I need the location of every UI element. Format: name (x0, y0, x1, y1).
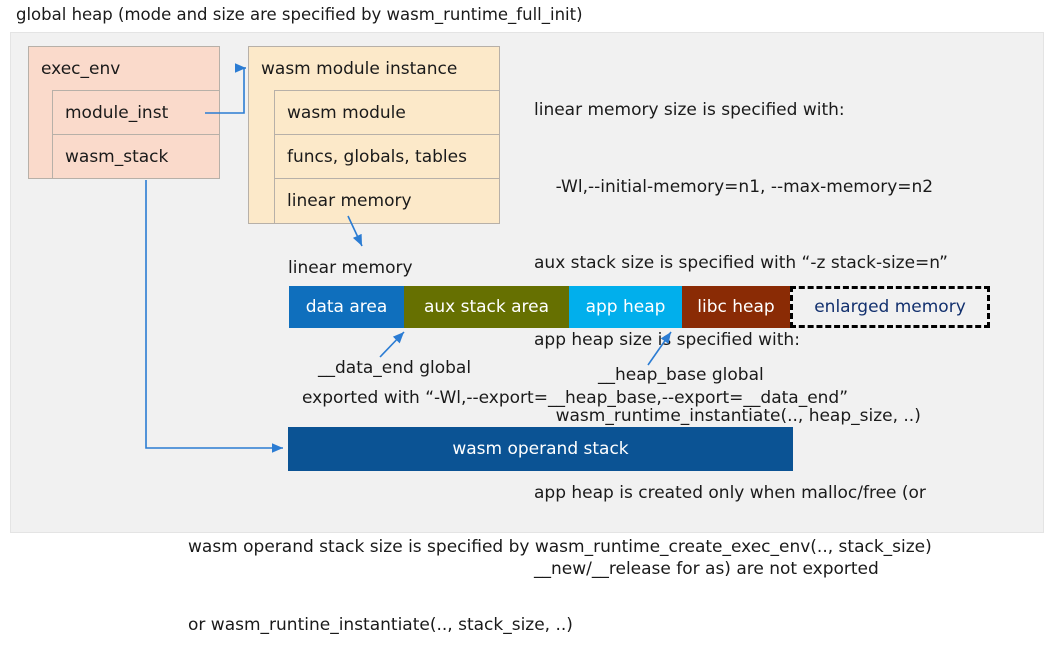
module-inst-label: module_inst (65, 102, 169, 123)
wasm-module-label: wasm module (287, 102, 406, 123)
wasm-operand-stack-label: wasm operand stack (452, 439, 629, 459)
note-line: app heap size is specified with: (534, 329, 800, 350)
page-title: global heap (mode and size are specified… (16, 5, 583, 24)
funcs-globals-tables-label: funcs, globals, tables (287, 146, 467, 167)
wasm-operand-stack-box: wasm operand stack (288, 427, 793, 471)
memory-segment-aux-stack-area: aux stack area (404, 286, 569, 328)
wasm-module-instance-gutter (248, 90, 275, 224)
operand-stack-notes: wasm operand stack size is specified by … (188, 482, 932, 664)
exec-env-gutter (28, 90, 53, 179)
bottom-note-line: wasm operand stack size is specified by … (188, 537, 932, 557)
note-line: -Wl,--initial-memory=n1, --max-memory=n2 (534, 176, 934, 197)
module-instance-field-wasm-module: wasm module (274, 90, 500, 135)
exec-env-group: exec_env module_inst wasm_stack (28, 46, 220, 179)
bottom-note-line: or wasm_runtine_instantiate(.., stack_si… (188, 615, 573, 635)
memory-segment-enlarged-memory: enlarged memory (790, 286, 990, 328)
note-line: linear memory size is specified with: (534, 100, 845, 120)
module-instance-field-funcs-globals-tables: funcs, globals, tables (274, 134, 500, 179)
memory-segment-label: libc heap (697, 297, 775, 317)
note-line: aux stack size is specified with “-z sta… (534, 253, 948, 273)
exec-env-field-module-inst: module_inst (52, 90, 220, 135)
memory-segment-data-area: data area (289, 286, 404, 328)
exec-env-field-wasm-stack: wasm_stack (52, 134, 220, 179)
exec-env-header-box: exec_env (28, 46, 220, 91)
wasm-stack-label: wasm_stack (65, 146, 169, 167)
note-line: app heap is created only when malloc/fre… (534, 482, 926, 503)
memory-segment-label: enlarged memory (814, 297, 966, 317)
memory-segment-libc-heap: libc heap (682, 286, 790, 328)
note-line: wasm_runtime_instantiate(.., heap_size, … (534, 406, 921, 426)
exec-env-header-label: exec_env (41, 58, 121, 79)
annotation-heap-base: __heap_base global (598, 365, 764, 385)
linear-memory-bar-caption: linear memory (288, 258, 413, 278)
memory-segment-app-heap: app heap (569, 286, 682, 328)
linear-memory-label: linear memory (287, 191, 412, 211)
wasm-module-instance-header-box: wasm module instance (248, 46, 500, 91)
memory-segment-label: app heap (585, 297, 666, 317)
memory-segment-label: data area (305, 297, 388, 317)
wasm-module-instance-header-label: wasm module instance (261, 58, 458, 79)
module-instance-field-linear-memory: linear memory (274, 178, 500, 224)
annotation-data-end: __data_end global (318, 358, 472, 378)
memory-segment-label: aux stack area (423, 297, 550, 317)
annotation-exported-with: exported with “-Wl,--export=__heap_base,… (302, 388, 849, 408)
linear-memory-bar: data area aux stack area app heap libc heap… (289, 286, 990, 328)
wasm-module-instance-group: wasm module instance wasm module funcs, … (248, 46, 500, 224)
